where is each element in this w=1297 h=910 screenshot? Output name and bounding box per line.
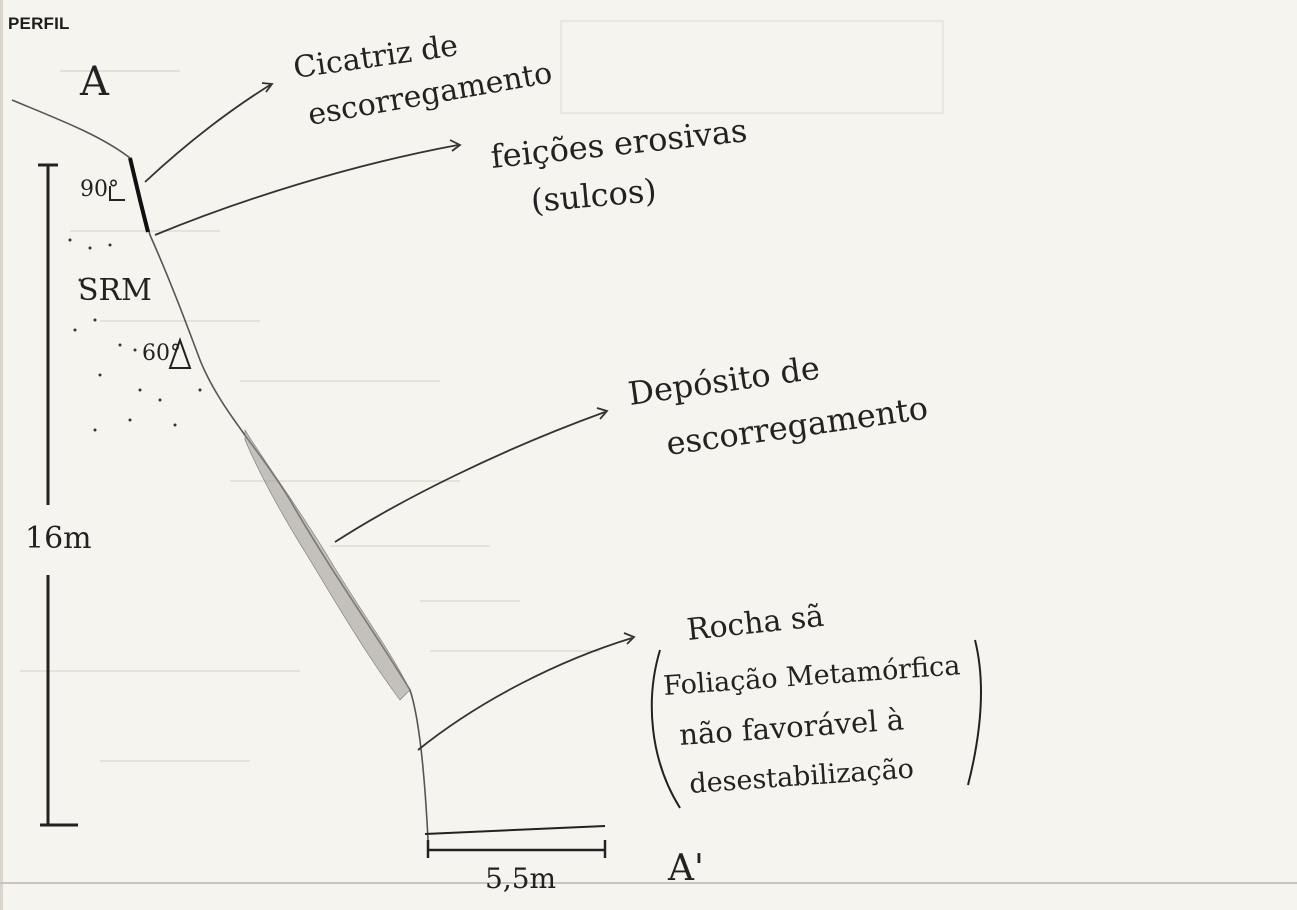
- rock-line-3: não favorável à: [678, 702, 905, 752]
- weathered-zone-dots: [68, 238, 202, 432]
- angle-mid-label: 60°: [142, 341, 181, 366]
- leader-erosion: [154, 144, 459, 236]
- height-label: 16m: [25, 521, 92, 556]
- width-scale-bar: [424, 825, 607, 858]
- slide-deposit-line-1: Depósito de: [626, 348, 822, 412]
- rock-bracket: [650, 639, 982, 809]
- height-scale-bar: [38, 163, 78, 827]
- width-label: 5,5m: [485, 862, 556, 895]
- leader-lines: [144, 82, 636, 751]
- start-label: A: [79, 59, 110, 105]
- slide-scar-mark: [128, 157, 150, 233]
- leader-rock: [417, 637, 633, 751]
- erosive-features-line-1: feições erosivas: [489, 111, 749, 176]
- rock-line-1: Rocha sã: [685, 599, 825, 648]
- leader-scar: [144, 84, 271, 183]
- angle-60-symbol: [168, 337, 192, 369]
- erosive-features-line-2: (sulcos): [529, 171, 658, 220]
- angle-top-label: 90°: [80, 177, 119, 202]
- rock-line-2: Foliação Metamórfica: [662, 650, 961, 702]
- page-title: PERFIL: [8, 14, 70, 33]
- slide-deposit-shading: [244, 428, 411, 701]
- end-label: A': [667, 848, 704, 889]
- leader-deposit: [334, 411, 606, 543]
- rock-line-4: desestabilização: [688, 753, 915, 800]
- unit-code-label: SRM: [78, 273, 152, 308]
- terrain-profile-line: [11, 99, 429, 841]
- angle-90-symbol: [109, 186, 125, 201]
